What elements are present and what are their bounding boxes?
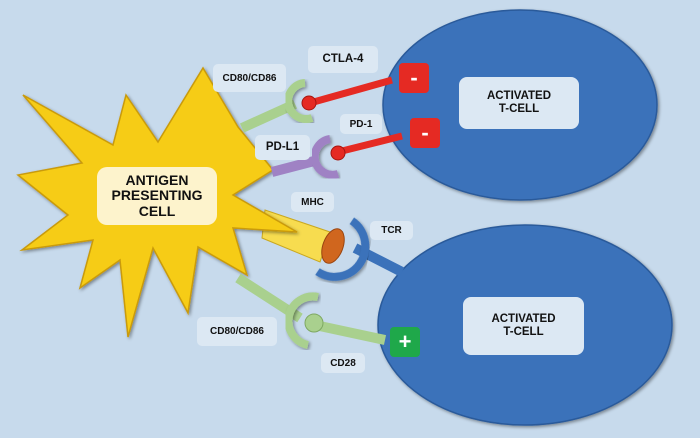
cd80-cd86-top-cup: [284, 79, 314, 123]
pd1-inhibitory-sign: -: [410, 118, 440, 148]
cd28-label: CD28: [321, 353, 365, 373]
tcr-label: TCR: [370, 221, 413, 240]
cd28-stalk: [313, 320, 387, 345]
ctla4-rod: [309, 76, 393, 107]
ctla4-label: CTLA-4: [308, 46, 378, 73]
tcr-cup: [315, 217, 370, 281]
pd-l1-label: PD-L1: [255, 135, 310, 160]
pd-l1-cup: [310, 135, 340, 179]
pd1-label: PD-1: [340, 114, 382, 134]
ctla4-head: [301, 95, 317, 111]
cd80-cd86-bottom-label: CD80/CD86: [197, 317, 277, 346]
cd28-stimulatory-sign: +: [390, 327, 420, 357]
cd80-cd86-top-label: CD80/CD86: [213, 64, 286, 92]
cd28-head: [304, 313, 324, 333]
mhc-head: [321, 228, 345, 264]
pd-l1-stalk: [270, 155, 320, 177]
t-cell-bottom-label: ACTIVATED T-CELL: [463, 297, 584, 355]
t-cell-top-label: ACTIVATED T-CELL: [459, 77, 579, 129]
pd1-rod: [337, 132, 403, 156]
apc-label: ANTIGEN PRESENTING CELL: [97, 167, 217, 225]
pd1-head: [330, 145, 346, 161]
ctla4-inhibitory-sign: -: [399, 63, 429, 93]
mhc-label: MHC: [291, 192, 334, 212]
cd80-cd86-bottom-cup: [284, 292, 319, 349]
